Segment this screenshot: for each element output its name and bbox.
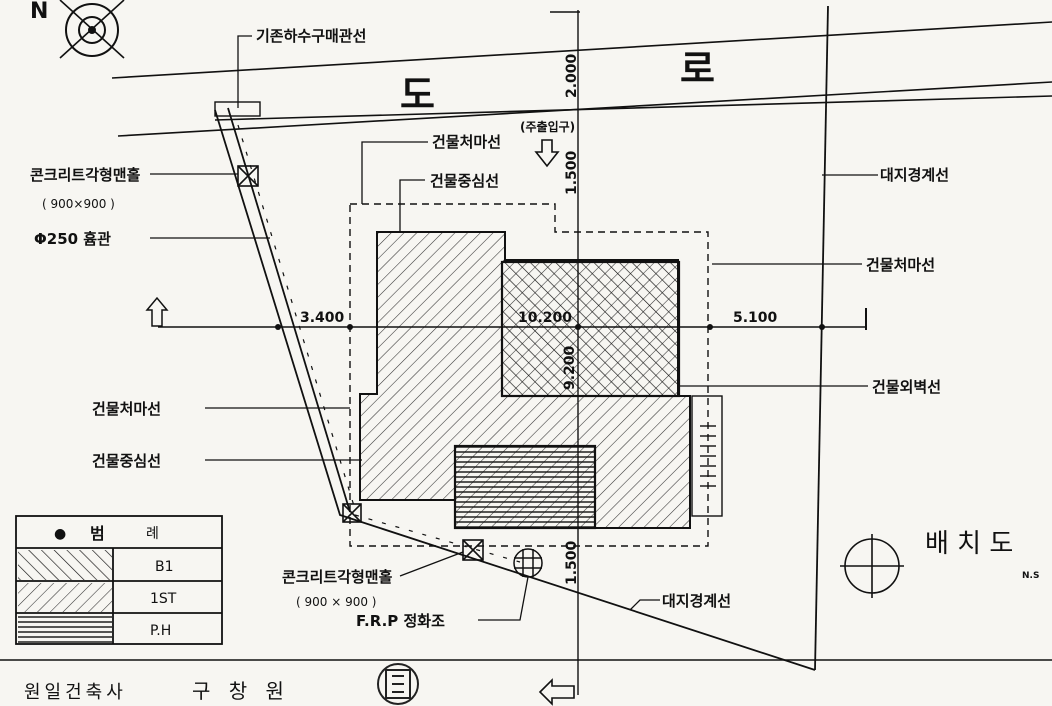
- drawing-title: 배 치 도: [925, 529, 1013, 559]
- callout-bldg-edge-left: 건물처마선: [92, 400, 161, 418]
- legend: [15, 515, 223, 645]
- dim-bottom-gap: 1.500: [564, 540, 580, 585]
- legend-header-b: 례: [146, 526, 159, 542]
- legend-swatch-ph: [18, 615, 112, 643]
- dim-top-gap: 2.000: [564, 53, 580, 98]
- callout-site-boundary-right: 대지경계선: [880, 166, 949, 184]
- dim-depth: 9.200: [562, 345, 578, 390]
- callout-manhole-top-size: ( 900×900 ): [42, 197, 115, 211]
- north-arrow-icon: [59, 0, 125, 59]
- exterior-stair: [691, 395, 723, 517]
- callout-pipe: Φ250 흄관: [34, 230, 111, 248]
- callout-septic: F.R.P 정화조: [356, 612, 445, 630]
- building-penthouse: [453, 444, 597, 530]
- road-char-2: 로: [680, 47, 715, 91]
- legend-mark: ●: [54, 526, 66, 542]
- title-symbol-icon: [840, 534, 904, 598]
- legend-row-ph: P.H: [150, 623, 171, 639]
- callout-bldg-outer-right: 건물외벽선: [872, 378, 941, 396]
- dim-top-gap-2: 1.500: [564, 150, 580, 195]
- callout-bldg-center-top: 건물중심선: [430, 172, 499, 190]
- leader-lines: [150, 35, 878, 621]
- legend-row-1st: 1ST: [150, 591, 177, 607]
- callout-manhole-bottom: 콘크리트각형맨홀: [282, 568, 393, 586]
- manhole-bottom-icon: [462, 539, 484, 561]
- manhole-corner-icon: [342, 503, 362, 523]
- bottom-arrow-icon: [538, 678, 575, 706]
- dim-middle: 10.200: [518, 310, 572, 326]
- dim-right: 5.100: [733, 310, 778, 326]
- legend-header-a: 범: [90, 524, 105, 543]
- building-b1: [500, 260, 681, 398]
- dim-left: 3.400: [300, 310, 345, 326]
- entrance-arrow-icon: [534, 139, 560, 168]
- footer-architect: 구 창 원: [192, 679, 290, 703]
- callout-bldg-edge-top: 건물처마선: [432, 133, 501, 151]
- road-lines: [111, 21, 1052, 137]
- callout-manhole-top: 콘크리트각형맨홀: [30, 166, 141, 184]
- sewer-pipe: [237, 124, 521, 563]
- eave-line: [349, 203, 709, 547]
- architect-seal-icon: [377, 663, 419, 705]
- footer-firm: 원일건축사: [24, 682, 127, 703]
- manhole-top-icon: [237, 165, 259, 187]
- callout-bldg-edge-right: 건물처마선: [866, 256, 935, 274]
- road-char-1: 도: [400, 73, 435, 117]
- septic-tank-icon: [513, 548, 543, 578]
- legend-swatch-1st: [18, 583, 112, 612]
- scale-note: N.S: [1022, 571, 1039, 581]
- legend-swatch-b1: [18, 550, 112, 580]
- entrance-label: (주출입구): [520, 119, 575, 134]
- north-label: N: [30, 0, 48, 24]
- legend-row-b1: B1: [155, 559, 174, 575]
- callout-manhole-bottom-size: ( 900 × 900 ): [296, 595, 376, 609]
- section-arrow-icon: [145, 296, 169, 327]
- callout-sewer-line: 기존하수구매관선: [256, 27, 366, 45]
- callout-bldg-center-left: 건물중심선: [92, 452, 161, 470]
- callout-site-boundary-bottom: 대지경계선: [662, 592, 731, 610]
